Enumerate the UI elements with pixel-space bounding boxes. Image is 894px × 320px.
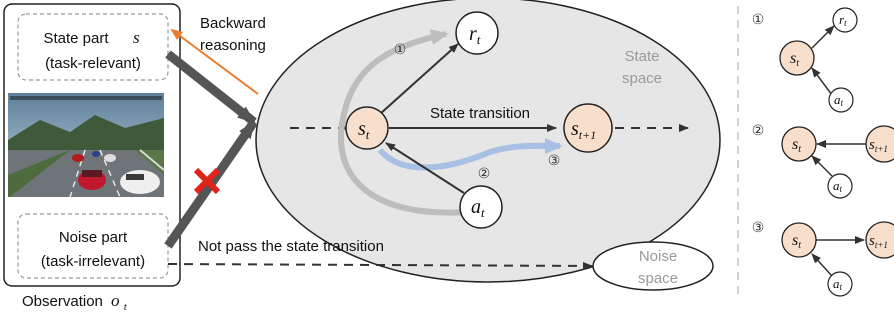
svg-text:st: st: [790, 50, 799, 69]
marker-one: ①: [394, 42, 407, 58]
case-one-diagram: ① st rt at: [752, 7, 858, 113]
case-one-marker: ①: [752, 12, 765, 28]
node-a-t: at: [459, 185, 503, 229]
driving-scene-image: [8, 93, 165, 198]
noise-space-ellipse: [592, 241, 714, 291]
state-space-ellipse: [255, 0, 721, 283]
noise-bypass-line: [167, 261, 593, 270]
svg-text:at: at: [471, 196, 485, 220]
svg-text:st+1: st+1: [869, 233, 888, 250]
svg-text:st: st: [358, 118, 370, 142]
blue-reasoning-arrow: [377, 137, 563, 171]
svg-text:rt: rt: [839, 12, 847, 28]
noise-space-label-2: space: [638, 270, 678, 287]
s-to-r-arrow: [379, 43, 459, 115]
state-transition-label: State transition: [430, 105, 530, 122]
svg-text:st: st: [792, 136, 801, 155]
state-part-sub: (task-relevant): [45, 55, 141, 72]
state-part-symbol: s: [133, 28, 140, 47]
case-three-diagram: ③ st st+1 at: [752, 220, 894, 297]
state-space-label-2: space: [622, 70, 662, 87]
state-part-arrow: [165, 50, 257, 126]
svg-text:st+1: st+1: [869, 137, 888, 154]
not-pass-label: Not pass the state transition: [198, 238, 384, 255]
node-s-t-plus-1: st+1: [563, 103, 613, 153]
state-part-title: State part: [43, 30, 109, 47]
node-r-t: rt: [455, 11, 499, 55]
state-part-box: [17, 13, 169, 81]
noise-space-label-1: Noise: [639, 248, 677, 265]
backward-reasoning-label-1: Backward: [200, 15, 266, 32]
case-two-marker: ②: [752, 123, 765, 139]
case-three-marker: ③: [752, 220, 765, 236]
observation-caption: Observation o t: [22, 291, 128, 313]
marker-two: ②: [478, 166, 491, 182]
case-two-diagram: ② st st+1 at: [752, 123, 894, 199]
state-space-label-1: State: [624, 48, 659, 65]
svg-text:st: st: [792, 232, 801, 251]
backward-reasoning-label-2: reasoning: [200, 37, 266, 54]
a-to-s-arrow: [385, 142, 465, 194]
svg-text:at: at: [833, 178, 843, 194]
svg-text:at: at: [833, 276, 843, 292]
blocked-cross-icon: [193, 167, 221, 195]
marker-three: ③: [548, 153, 561, 169]
node-s-t: st: [345, 106, 389, 150]
backward-reasoning-arrow: [170, 28, 259, 95]
noise-part-sub: (task-irrelevant): [41, 253, 145, 270]
svg-text:st+1: st+1: [571, 118, 596, 142]
svg-text:at: at: [834, 92, 844, 108]
noise-part-title: Noise part: [59, 229, 128, 246]
svg-text:rt: rt: [469, 23, 481, 47]
gray-reasoning-arrow: [338, 29, 469, 216]
